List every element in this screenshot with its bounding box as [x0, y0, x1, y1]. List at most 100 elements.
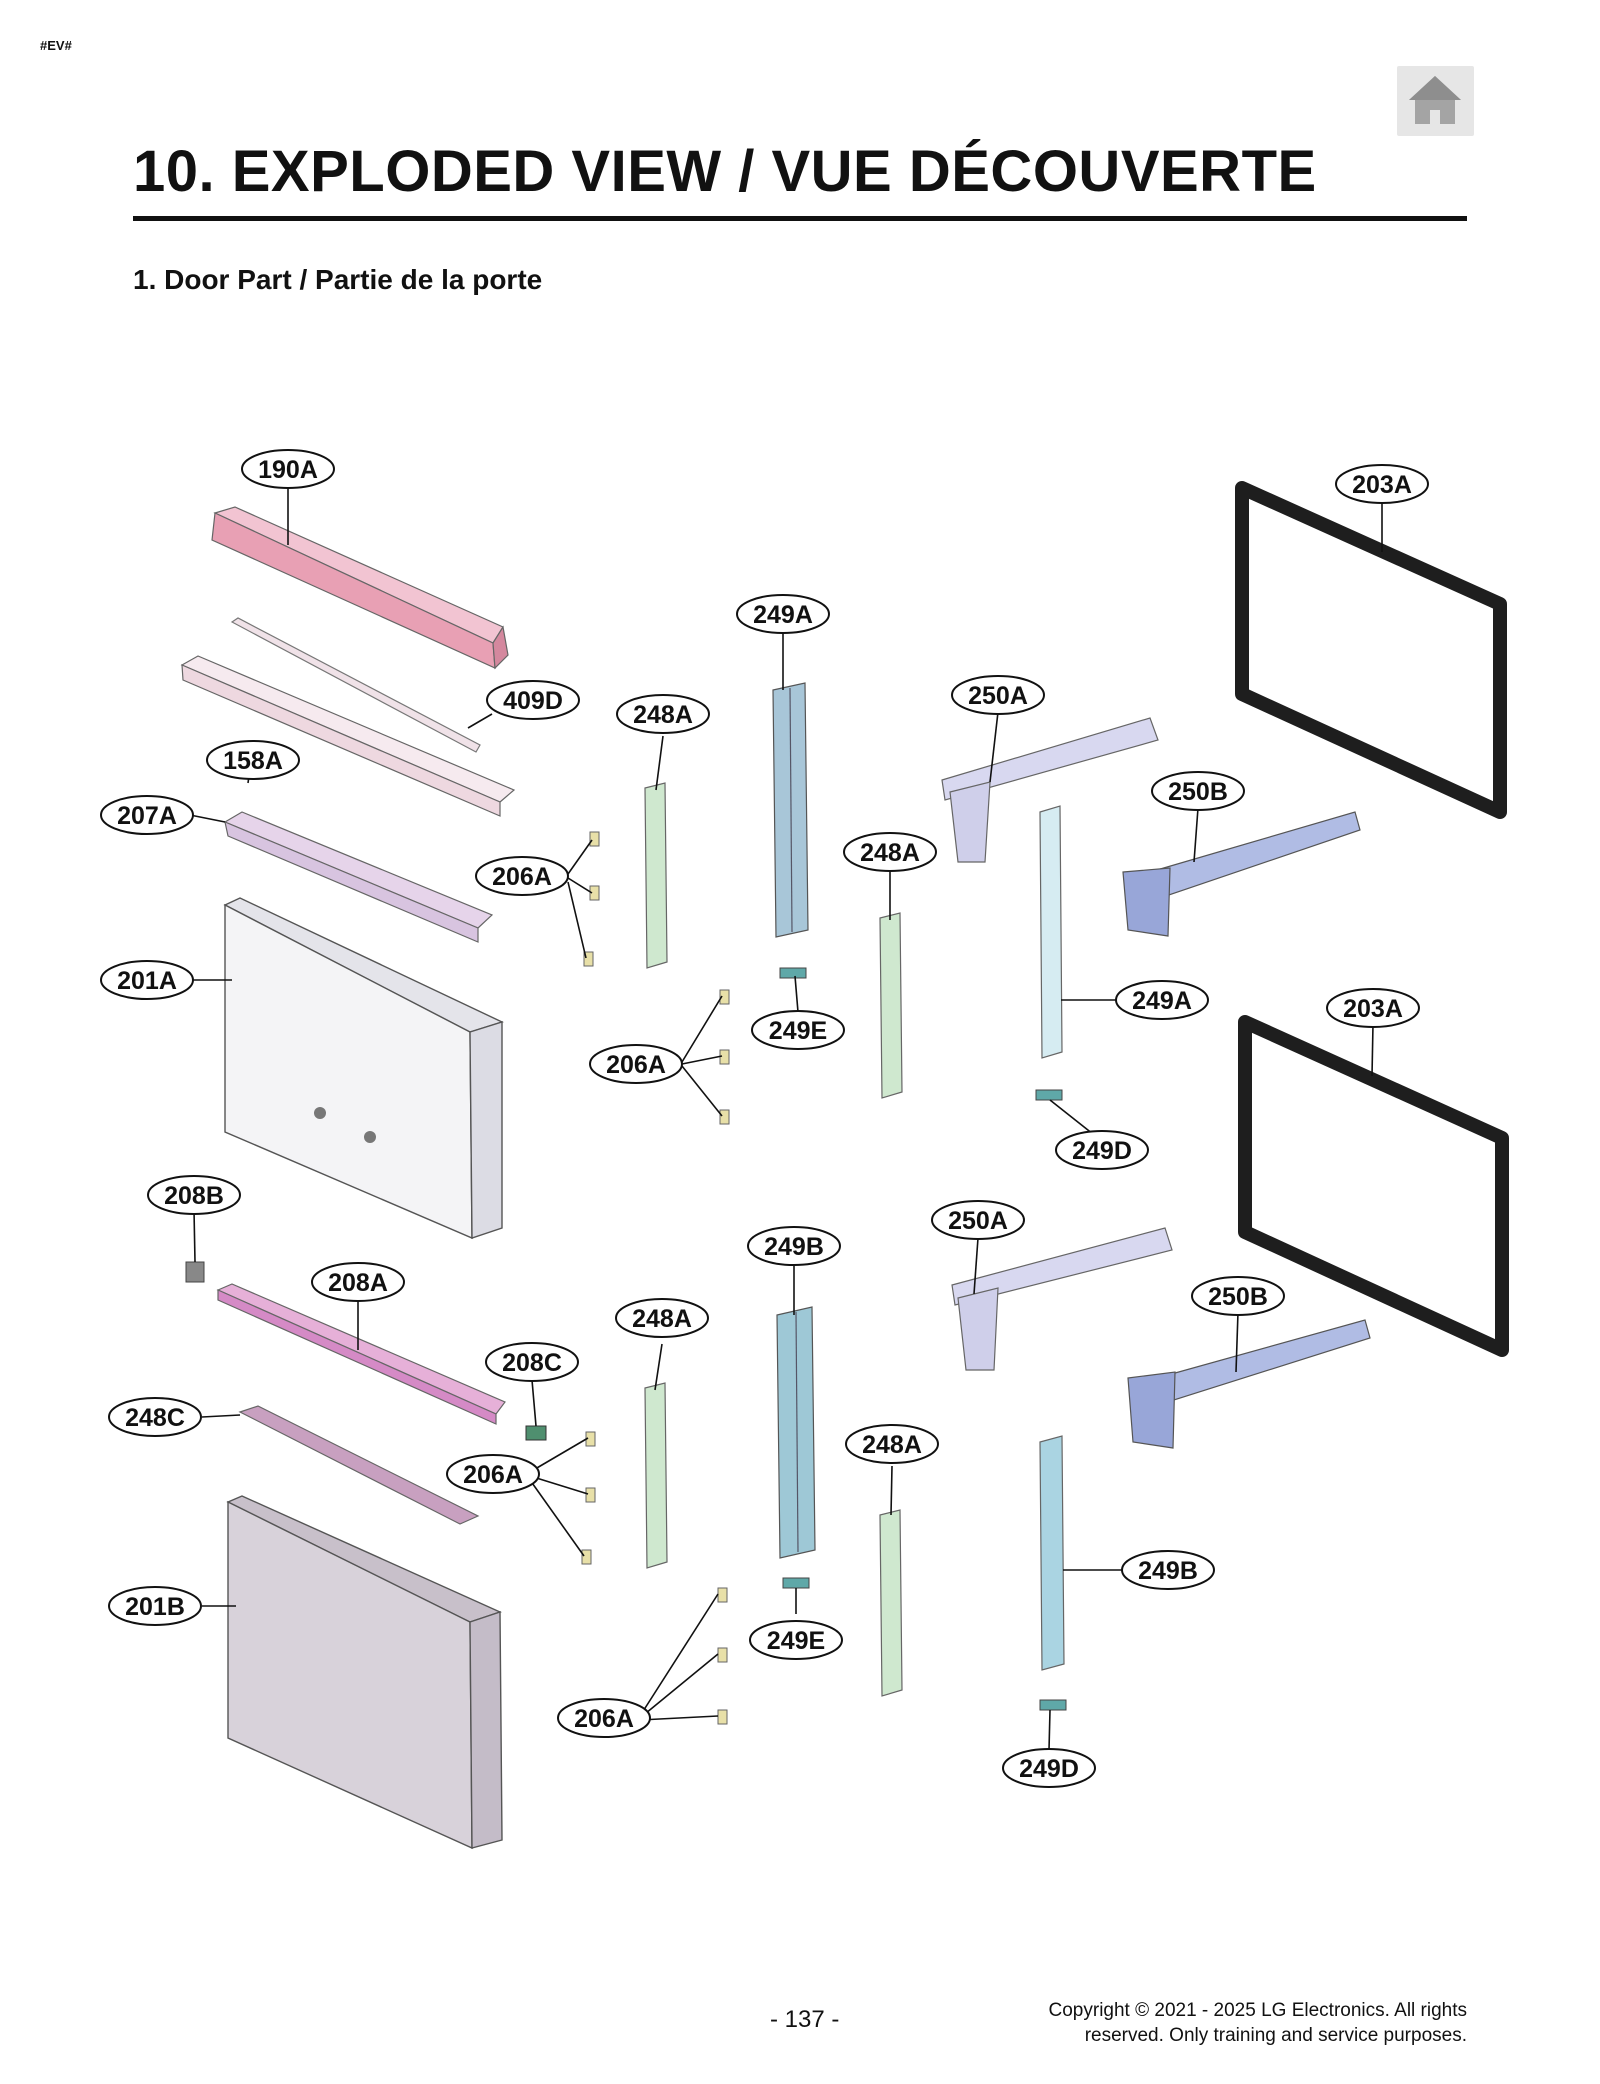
part-249E-clip-1 [779, 967, 807, 979]
part-250B-arm-1 [1122, 811, 1361, 937]
svg-text:206A: 206A [492, 863, 552, 891]
callout-249D-2: 249D [1002, 1748, 1096, 1788]
svg-text:208B: 208B [164, 1182, 224, 1210]
svg-text:206A: 206A [606, 1051, 666, 1079]
leader-lines [189, 488, 1383, 1751]
part-248A-bracket-4 [879, 1509, 903, 1697]
copyright-line-2: reserved. Only training and service purp… [1084, 2025, 1467, 2046]
svg-text:190A: 190A [258, 456, 318, 484]
svg-text:203A: 203A [1352, 471, 1412, 499]
part-203A-gasket-2 [1238, 1015, 1509, 1357]
svg-text:249A: 249A [753, 601, 813, 629]
callout-190A: 190A [241, 449, 335, 489]
callout-249D-1: 249D [1055, 1130, 1149, 1170]
callout-201B: 201B [108, 1586, 202, 1626]
callout-250B-2: 250B [1191, 1276, 1285, 1316]
page-number: - 137 - [770, 2006, 840, 2033]
callout-206A-2: 206A [589, 1044, 683, 1084]
part-206A-clips-4 [717, 1587, 728, 1725]
svg-text:248A: 248A [632, 1305, 692, 1333]
part-190A-grille [211, 506, 509, 670]
part-206A-clips-2 [719, 989, 730, 1125]
svg-text:248A: 248A [633, 701, 693, 729]
part-248A-bracket-2 [879, 912, 903, 1099]
part-206A-clips-1 [583, 831, 600, 967]
svg-text:249D: 249D [1019, 1755, 1079, 1783]
callout-206A-1: 206A [475, 856, 569, 896]
callout-201A: 201A [100, 960, 194, 1000]
svg-text:409D: 409D [503, 687, 563, 715]
callout-208C: 208C [485, 1342, 579, 1382]
callout-206A-4: 206A [557, 1698, 651, 1738]
svg-text:250A: 250A [948, 1207, 1008, 1235]
home-button[interactable] [1397, 66, 1474, 136]
callout-248C: 248C [108, 1397, 202, 1437]
svg-text:250A: 250A [968, 682, 1028, 710]
callout-208B: 208B [147, 1175, 241, 1215]
callout-208A: 208A [311, 1262, 405, 1302]
callout-203A-1: 203A [1335, 464, 1429, 504]
part-248A-bracket-1 [644, 782, 668, 969]
part-248A-bracket-3 [644, 1382, 668, 1569]
callout-249A-1: 249A [736, 594, 830, 634]
svg-text:208C: 208C [502, 1349, 562, 1377]
svg-text:201B: 201B [125, 1593, 185, 1621]
svg-text:201A: 201A [117, 967, 177, 995]
callout-409D: 409D [486, 680, 580, 720]
callout-249A-2: 249A [1115, 980, 1209, 1020]
part-208B-hinge [185, 1261, 205, 1283]
svg-text:248A: 248A [860, 839, 920, 867]
svg-text:249E: 249E [767, 1627, 825, 1655]
part-409D-rod [230, 617, 481, 753]
copyright-notice: Copyright © 2021 - 2025 LG Electronics. … [947, 1998, 1467, 2048]
svg-text:248A: 248A [862, 1431, 922, 1459]
svg-text:249B: 249B [764, 1233, 824, 1261]
part-249B-glass-strip [1039, 1435, 1065, 1671]
page-title: 10. EXPLODED VIEW / VUE DÉCOUVERTE [133, 139, 1317, 204]
callout-248A-3: 248A [615, 1298, 709, 1338]
svg-text:206A: 206A [463, 1461, 523, 1489]
svg-text:250B: 250B [1208, 1283, 1268, 1311]
part-206A-clips-3 [581, 1431, 596, 1565]
part-249D-pin-2 [1039, 1699, 1067, 1711]
svg-text:248C: 248C [125, 1404, 185, 1432]
callout-206A-3: 206A [446, 1454, 540, 1494]
section-title: 1. Door Part / Partie de la porte [133, 264, 543, 295]
callout-203A-2: 203A [1326, 988, 1420, 1028]
callout-249E-1: 249E [751, 1010, 845, 1050]
callout-249E-2: 249E [749, 1620, 843, 1660]
svg-text:249D: 249D [1072, 1137, 1132, 1165]
svg-text:158A: 158A [223, 747, 283, 775]
callout-250B-1: 250B [1151, 771, 1245, 811]
callout-248A-1: 248A [616, 694, 710, 734]
svg-text:249E: 249E [769, 1017, 827, 1045]
part-208A-strip [216, 1283, 506, 1425]
part-250A-arm-2 [951, 1227, 1173, 1371]
svg-text:203A: 203A [1343, 995, 1403, 1023]
svg-text:206A: 206A [574, 1705, 634, 1733]
part-250A-arm-1 [941, 717, 1159, 863]
callout-250A-1: 250A [951, 675, 1045, 715]
part-158A-trim [180, 655, 516, 817]
part-248C-rail [238, 1405, 480, 1525]
svg-text:250B: 250B [1168, 778, 1228, 806]
callout-207A: 207A [100, 795, 194, 835]
callout-158A: 158A [206, 740, 300, 780]
part-207A-rail [223, 811, 494, 943]
part-249A-glass-strip [1039, 805, 1063, 1059]
part-250B-arm-2 [1127, 1319, 1371, 1449]
callout-248A-2: 248A [843, 832, 937, 872]
part-249A-channel [772, 682, 809, 938]
title-divider [133, 216, 1467, 221]
home-icon [1409, 76, 1461, 124]
callout-249B-1: 249B [747, 1226, 841, 1266]
callout-250A-2: 250A [931, 1200, 1025, 1240]
callout-249B-2: 249B [1121, 1550, 1215, 1590]
svg-text:249A: 249A [1132, 987, 1192, 1015]
svg-text:207A: 207A [117, 802, 177, 830]
callout-248A-4: 248A [845, 1424, 939, 1464]
page-marker: #EV# [40, 38, 72, 53]
svg-text:208A: 208A [328, 1269, 388, 1297]
part-201A-door-panel [223, 897, 504, 1240]
